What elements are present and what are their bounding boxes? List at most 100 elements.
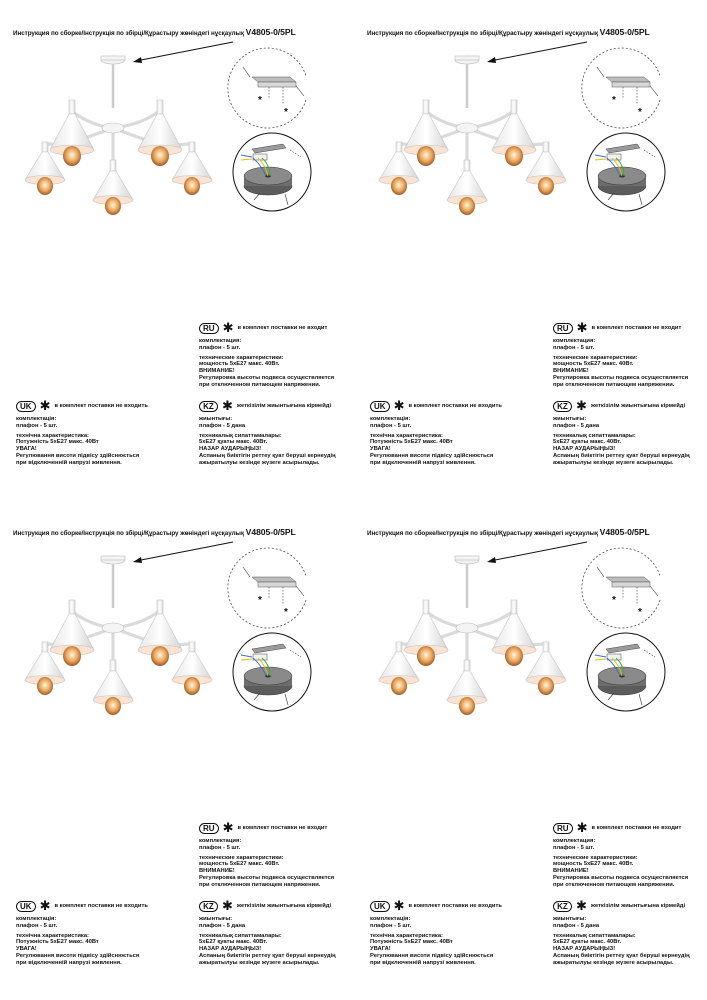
ru-section: RU✱в комплект поставки не входит комплек…	[199, 321, 335, 391]
kz-language-badge: KZ	[199, 400, 218, 412]
kz-kit-value: плафон - 5 дана	[199, 922, 246, 929]
ru-warning-text-2: при отключенном питающем напряжении.	[553, 381, 675, 388]
uk-not-included: в комплект поставки не входить	[54, 402, 148, 409]
uk-kit-value: плафон - 5 шт.	[370, 422, 412, 429]
kz-warning-text-2: ажыратылуы кезінде жүзеге асырылады.	[199, 959, 320, 966]
uk-warning-text-2: при відключенній напрузі живлення.	[370, 459, 476, 466]
kz-not-included: жеткізілім жиынтығына кірмейді	[236, 402, 332, 409]
svg-text:*: *	[258, 95, 262, 106]
svg-text:*: *	[258, 595, 262, 606]
ru-warning-title: ВНИМАНИЕ!	[553, 368, 589, 375]
kz-spec-power: 5xE27 қуаты макс. 40Вт.	[553, 939, 622, 946]
ru-kit-label: комплектация:	[553, 838, 596, 844]
uk-warning-title: УВАГА!	[370, 446, 391, 453]
chandelier-illustration-icon: * *	[24, 41, 312, 215]
ru-kit-label: комплектация:	[199, 838, 242, 844]
kz-warning-text: Аспаның биіктігін реттеу қуат беруші кер…	[553, 452, 690, 459]
ru-language-badge: RU	[199, 822, 219, 834]
chandelier-illustration-icon: * *	[378, 41, 666, 215]
uk-language-badge: UK	[16, 900, 36, 912]
kz-kit-label: жиынтығы:	[199, 916, 233, 922]
uk-spec-label: технічна характеристика:	[370, 932, 443, 939]
asterisk-icon: ✱	[222, 398, 233, 413]
ru-section: RU✱в комплект поставки не входит комплек…	[553, 820, 689, 891]
instruction-panel: Инструкция по сборке/Інструкція по збірц…	[0, 500, 353, 1000]
uk-language-badge: UK	[370, 900, 390, 912]
uk-warning-text-2: при відключенній напрузі живлення.	[16, 459, 122, 466]
uk-kit-label: комплектація:	[370, 416, 411, 422]
ru-spec-power: мощность 5xE27 макс. 40Вт.	[199, 361, 280, 368]
uk-kit-value: плафон - 5 шт.	[16, 922, 58, 929]
instruction-panel: Инструкция по сборке/Інструкція по збірц…	[354, 0, 707, 500]
title-text: Инструкция по сборке/Інструкція по збірц…	[367, 30, 600, 37]
uk-warning-text: Регулювання висоти підвісу здійснюється	[16, 952, 140, 959]
kz-section: KZ✱жеткізілім жиынтығына кірмейді жиынты…	[199, 899, 336, 969]
model-number: V4805-0/5PL	[245, 27, 296, 37]
kz-warning-title: НАЗАР АУДАРЫҢЫЗ!	[199, 946, 262, 953]
uk-spec-power: Потужність 5xE27 макс. 40Вт	[370, 439, 453, 446]
svg-text:*: *	[638, 107, 642, 118]
wiring-diagram-icon	[586, 132, 666, 212]
asterisk-icon: ✱	[576, 398, 587, 413]
wiring-diagram-icon	[232, 132, 312, 212]
uk-warning-text-2: при відключенній напрузі живлення.	[370, 959, 476, 966]
uk-section: UK✱в комплект поставки не входить компле…	[370, 898, 502, 969]
ceiling-mount-diagram-icon: * *	[227, 547, 307, 629]
instruction-title: Инструкция по сборке/Інструкція по збірц…	[367, 527, 650, 537]
asterisk-icon: ✱	[393, 898, 405, 913]
wiring-diagram-icon	[232, 632, 312, 712]
ru-warning-text: Регулировка высоты подвеса осуществляетс…	[553, 374, 689, 381]
kz-warning-text-2: ажыратылуы кезінде жүзеге асырылады.	[553, 459, 674, 466]
model-number: V4805-0/5PL	[599, 27, 650, 37]
uk-section: UK✱в комплект поставки не входить компле…	[16, 399, 148, 469]
kz-warning-title: НАЗАР АУДАРЫҢЫЗ!	[199, 446, 262, 453]
uk-kit-label: комплектація:	[16, 416, 57, 422]
asterisk-icon: ✱	[576, 898, 587, 913]
ru-warning-title: ВНИМАНИЕ!	[199, 368, 235, 375]
instruction-panel: Инструкция по сборке/Інструкція по збірц…	[0, 0, 353, 500]
kz-warning-text: Аспаның биіктігін реттеу қуат беруші кер…	[553, 952, 690, 959]
uk-not-included: в комплект поставки не входить	[408, 402, 502, 409]
kz-section: KZ✱жеткізілім жиынтығына кірмейді жиынты…	[553, 398, 690, 469]
svg-text:*: *	[612, 595, 616, 606]
ru-warning-text: Регулировка высоты подвеса осуществляетс…	[199, 374, 335, 381]
ru-language-badge: RU	[199, 322, 219, 334]
kz-section: KZ✱жеткізілім жиынтығына кірмейді жиынты…	[553, 898, 690, 969]
uk-kit-label: комплектація:	[370, 916, 411, 922]
kz-warning-title: НАЗАР АУДАРЫҢЫЗ!	[553, 946, 616, 953]
kz-spec-power: 5xE27 қуаты макс. 40Вт.	[199, 439, 268, 446]
title-text: Инструкция по сборке/Інструкція по збірц…	[13, 30, 246, 37]
ru-warning-text-2: при отключенном питающем напряжении.	[199, 381, 321, 388]
ru-not-included: в комплект поставки не входит	[591, 324, 682, 331]
uk-warning-title: УВАГА!	[370, 946, 391, 953]
uk-not-included: в комплект поставки не входить	[408, 902, 502, 909]
ru-kit-value: плафон - 5 шт.	[553, 344, 595, 351]
ru-spec-label: технические характеристики:	[199, 854, 284, 861]
ru-kit-value: плафон - 5 шт.	[553, 844, 595, 851]
uk-warning-text: Регулювання висоти підвісу здійснюється	[370, 952, 494, 959]
ru-warning-text: Регулировка высоты подвеса осуществляетс…	[199, 874, 335, 881]
ru-not-included: в комплект поставки не входит	[591, 824, 682, 831]
asterisk-icon: ✱	[576, 820, 588, 835]
ru-language-badge: RU	[553, 322, 573, 334]
kz-spec-label: техникалық сипаттамалары:	[199, 432, 282, 439]
title-text: Инструкция по сборке/Інструкція по збірц…	[13, 530, 246, 537]
ru-warning-text-2: при отключенном питающем напряжении.	[199, 881, 321, 888]
uk-kit-label: комплектація:	[16, 916, 57, 922]
kz-section: KZ✱жеткізілім жиынтығына кірмейді жиынты…	[199, 398, 336, 469]
kz-spec-label: техникалық сипаттамалары:	[199, 932, 282, 939]
chandelier-illustration-icon: * *	[378, 541, 666, 715]
ru-section: RU✱в комплект поставки не входит комплек…	[199, 821, 335, 891]
ru-kit-label: комплектация:	[199, 338, 242, 344]
kz-language-badge: KZ	[553, 400, 572, 412]
uk-section: UK✱в комплект поставки не входить компле…	[370, 399, 502, 469]
ru-spec-label: технические характеристики:	[553, 854, 638, 861]
uk-spec-power: Потужність 5xE27 макс. 40Вт	[16, 939, 99, 946]
uk-warning-title: УВАГА!	[16, 446, 37, 453]
wiring-diagram-icon	[586, 632, 666, 712]
instruction-title: Инструкция по сборке/Інструкція по збірц…	[13, 27, 296, 37]
uk-spec-label: технічна характеристика:	[16, 932, 89, 939]
kz-warning-title: НАЗАР АУДАРЫҢЫЗ!	[553, 446, 616, 453]
asterisk-icon: ✱	[576, 320, 588, 335]
ru-warning-text: Регулировка высоты подвеса осуществляетс…	[553, 874, 689, 881]
